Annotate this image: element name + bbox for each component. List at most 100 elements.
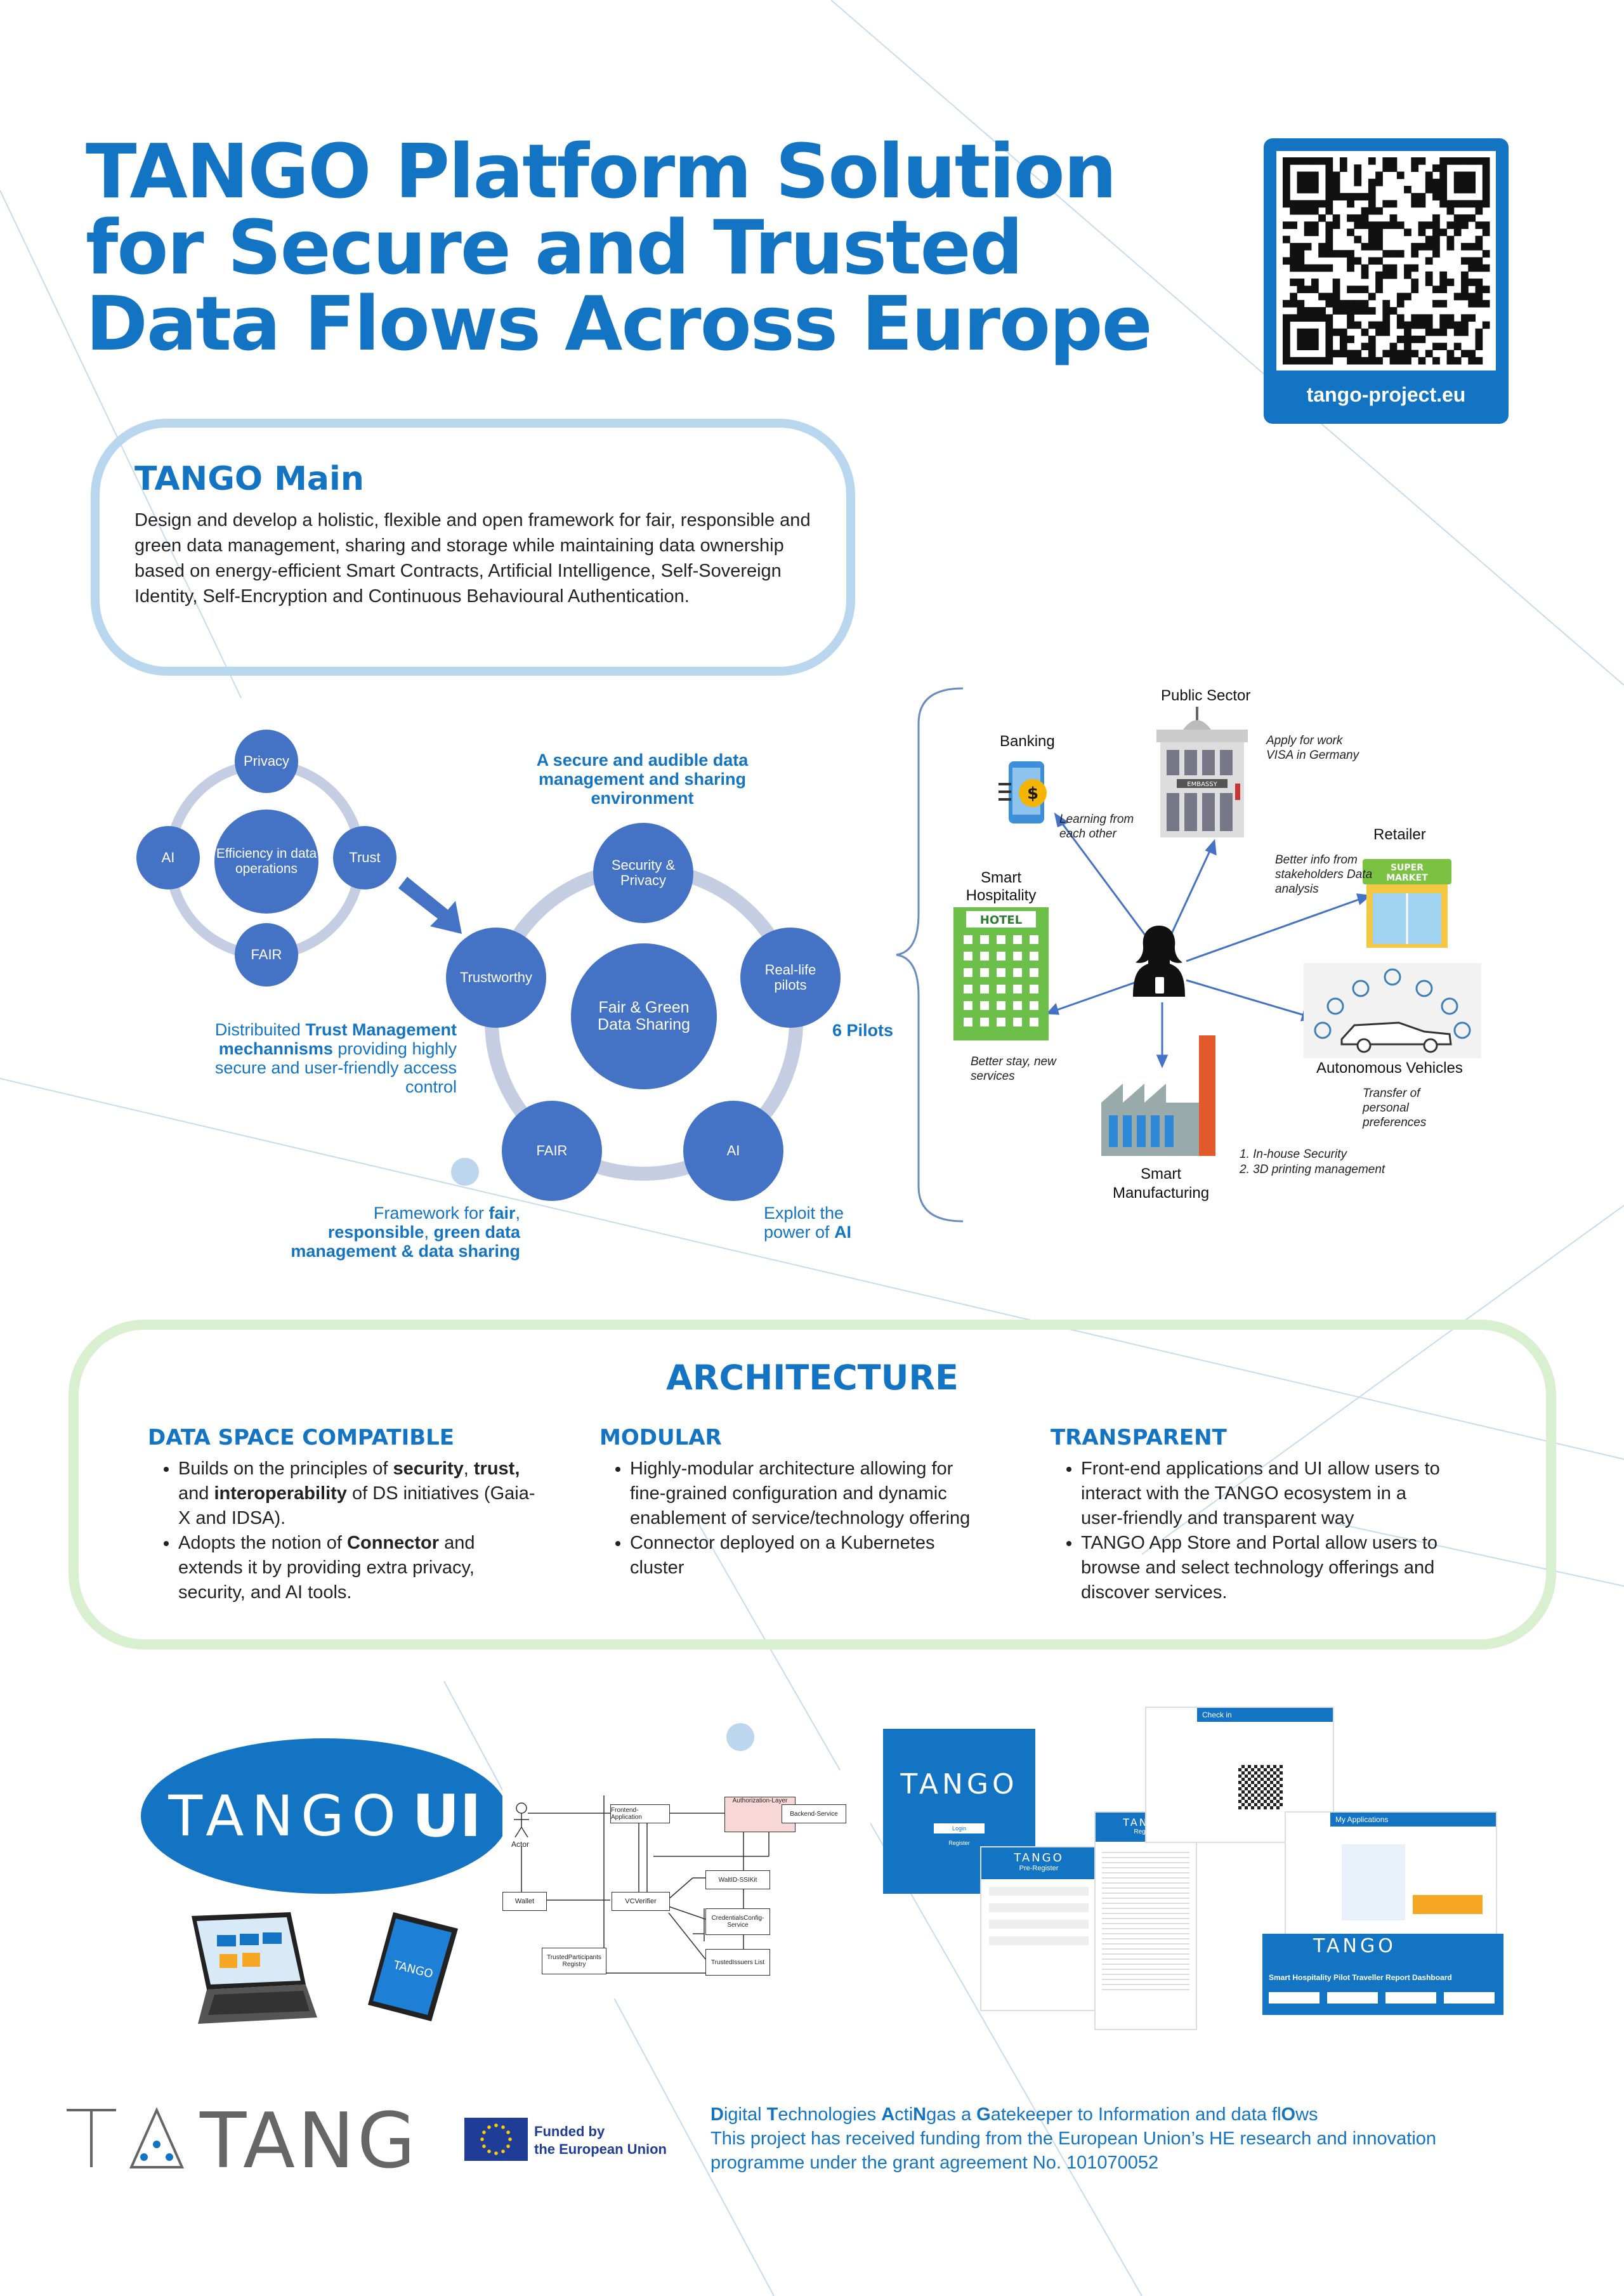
banking-phone-icon: $ — [999, 761, 1047, 823]
hotel-sign: HOTEL — [980, 914, 1022, 927]
main-objective-frame — [91, 419, 855, 676]
col1-bullet-1: Builds on the principles of security, tr… — [178, 1457, 541, 1531]
ssi-diagram-lines — [514, 1795, 769, 1974]
diagram-actor: Actor — [511, 1840, 530, 1849]
architecture-frame — [69, 1320, 1556, 1650]
project-url[interactable]: tango-project.eu — [1306, 383, 1466, 406]
col1-title: DATA SPACE COMPATIBLE — [148, 1425, 455, 1450]
col3-title: TRANSPARENT — [1051, 1425, 1227, 1450]
col2-bullet-2: Connector deployed on a Kubernetes clust… — [630, 1531, 993, 1580]
vehicles-note: Transfer of personal preferences — [1363, 1087, 1427, 1129]
small-cycle-bottom: FAIR — [235, 923, 298, 987]
architecture-col-modular: MODULAR Highly-modular architecture allo… — [599, 1425, 993, 1580]
title-line-2: for Secure and Trusted — [86, 204, 1023, 291]
screen-myapps-chart — [1413, 1851, 1483, 1914]
architecture-col-data-space: DATA SPACE COMPATIBLE Builds on the prin… — [148, 1425, 541, 1605]
architecture-title: ARCHITECTURE — [666, 1358, 959, 1398]
screen-login: TANGO Login Register — [883, 1729, 1035, 1894]
title-line-1: TANGO Platform Solution — [86, 128, 1117, 215]
pilot-public-sector: Public Sector — [1161, 687, 1251, 704]
col2-title: MODULAR — [599, 1425, 722, 1450]
col3-bullet-2: TANGO App Store and Portal allow users t… — [1081, 1531, 1444, 1605]
screen-myapps-title: My Applications — [1330, 1813, 1496, 1827]
svg-text:SUPER: SUPER — [1391, 863, 1424, 873]
eu-funding-label: Funded by the European Union — [534, 2123, 667, 2157]
main-heading: TANGO Main — [134, 460, 364, 498]
screen-login-button[interactable]: Login — [934, 1823, 985, 1834]
big-cycle-top: Security & Privacy — [593, 823, 693, 923]
small-cycle-left: AI — [136, 826, 200, 889]
pilots-brace — [896, 687, 964, 1223]
qr-code[interactable] — [1276, 151, 1496, 371]
screen-dashboard-title: Smart Hospitality Pilot Traveller Report… — [1269, 1973, 1452, 1982]
screen-preregister-logo: TANGO — [1014, 1851, 1064, 1865]
laptop-icon — [192, 1912, 317, 2024]
footer-acronym: Digital Technologies ActiNgas a Gatekeep… — [710, 2104, 1318, 2125]
pilot-smart-manufacturing: Smart Manufacturing — [1112, 1165, 1210, 1202]
page-title: TANGO Platform Solution for Secure and T… — [86, 133, 1228, 362]
screen-checkin-title: Check in — [1197, 1708, 1333, 1722]
tango-ui-logo: TANGO UI — [141, 1738, 509, 1894]
small-cycle-top: Privacy — [235, 730, 298, 793]
col3-bullet-1: Front-end applications and UI allow user… — [1081, 1457, 1444, 1531]
framework-note: Framework for fair,responsible, green da… — [291, 1204, 520, 1261]
diagram-backend: Backend-Service — [782, 1804, 846, 1823]
diagram-waltid: WaltID-SSIKit — [705, 1870, 770, 1889]
pilot-retailer: Retailer — [1373, 826, 1426, 843]
tango-footer-logo: TANGO — [67, 2106, 409, 2170]
screen-my-applications: My Applications — [1285, 1811, 1497, 1938]
diagram-frontend: Frontend-Application — [610, 1804, 670, 1823]
trust-management-note: Distribuited Trust Management mechannism… — [214, 1020, 457, 1096]
tango-footer-logo-text: TANGO — [199, 2106, 409, 2170]
big-cycle-right: Real-life pilots — [740, 928, 841, 1028]
screen-checkin: Check in — [1145, 1707, 1334, 1843]
col2-bullet-1: Highly-modular architecture allowing for… — [630, 1457, 993, 1531]
diagram-trusted-issuers: TrustedIssuers List — [705, 1949, 770, 1976]
tango-ui-logo-bold: UI — [412, 1782, 481, 1850]
screen-dashboard: TANGO Smart Hospitality Pilot Traveller … — [1262, 1934, 1503, 2015]
person-icon — [1133, 926, 1185, 997]
retailer-note: Better info from stakeholders Data analy… — [1275, 853, 1373, 896]
architecture-col-transparent: TRANSPARENT Front-end applications and U… — [1051, 1425, 1444, 1605]
manufacturing-note-2: 2. 3D printing management — [1240, 1163, 1385, 1176]
diagram-trusted-participants: TrustedParticipants Registry — [542, 1948, 606, 1974]
hospitality-note: Better stay, new services — [971, 1055, 1056, 1083]
screen-preregister: TANGO Pre-Register — [980, 1846, 1097, 2011]
screen-preregister-title: Pre-Register — [1019, 1865, 1059, 1872]
pilot-smart-hospitality: Smart Hospitality — [966, 869, 1037, 904]
phone-icon: TANGO — [368, 1912, 458, 2021]
screen-checkin-qr — [1238, 1765, 1283, 1809]
screen-register: TANGO Register — [1094, 1811, 1197, 2030]
svg-text:$: $ — [1027, 784, 1038, 803]
main-description: Design and develop a holistic, flexible … — [134, 510, 811, 607]
col1-bullet-2: Adopts the notion of Connector and exten… — [178, 1531, 541, 1605]
ssi-architecture-diagram: Actor Frontend-Application Authorization… — [502, 1770, 870, 1998]
title-line-3: Data Flows Across Europe — [86, 280, 1153, 367]
small-cycle-center: Efficiency in data operations — [214, 810, 318, 914]
diagram-credentials: CredentialsConfig-Service — [705, 1908, 770, 1935]
pilot-autonomous-vehicles: Autonomous Vehicles — [1316, 1059, 1463, 1077]
embassy-sign: EMBASSY — [1187, 781, 1217, 788]
diagram-verifier: VCVerifier — [612, 1892, 670, 1911]
factory-icon — [1101, 1035, 1215, 1156]
embassy-building-icon: EMBASSY — [1156, 707, 1248, 837]
big-cycle-bottom-left: FAIR — [502, 1101, 602, 1201]
diagram-wallet: Wallet — [502, 1892, 547, 1911]
big-cycle-center: Fair & Green Data Sharing — [571, 943, 717, 1089]
footer-funding: This project has received funding from t… — [710, 2129, 1437, 2173]
screen-login-register[interactable]: Register — [948, 1840, 970, 1846]
secure-environment-note: A secure and audible data management and… — [536, 751, 749, 808]
qr-code-pattern — [1283, 157, 1490, 365]
ai-note: Exploit the power of AI — [764, 1204, 852, 1242]
screen-login-logo: TANGO — [900, 1768, 1018, 1801]
autonomous-car-icon — [1304, 963, 1481, 1058]
manufacturing-note-1: 1. In-house Security — [1240, 1148, 1347, 1161]
footer-project-info: Digital Technologies ActiNgas a Gatekeep… — [710, 2102, 1535, 2175]
small-cycle-right: Trust — [333, 826, 396, 889]
screen-dashboard-logo: TANGO — [1313, 1935, 1396, 1957]
big-cycle-left: Trustworthy — [446, 928, 546, 1028]
pilot-banking: Banking — [1000, 733, 1055, 750]
supermarket-icon: SUPER MARKET — [1363, 859, 1451, 948]
public-sector-note: Apply for work VISA in Germany — [1266, 734, 1359, 762]
banking-note: Learning from each other — [1059, 813, 1134, 841]
